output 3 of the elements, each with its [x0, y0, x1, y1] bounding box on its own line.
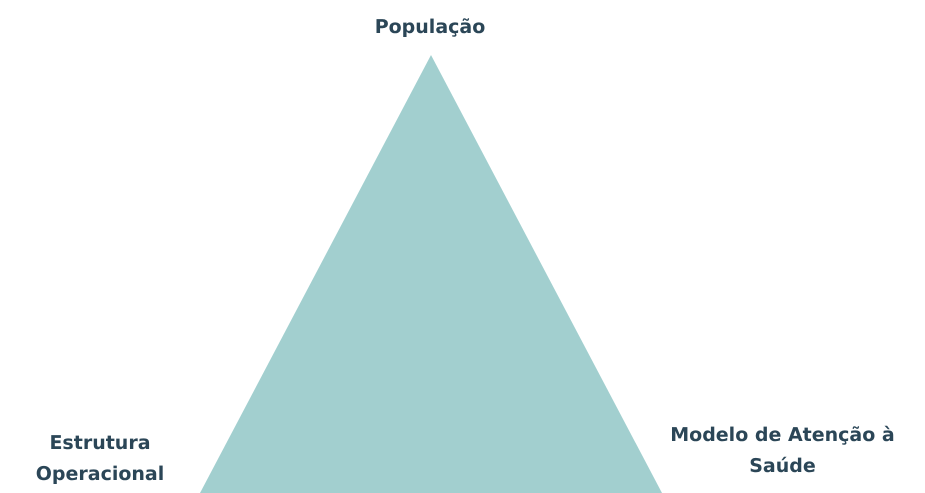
vertex-label: População: [374, 15, 486, 40]
vertex-label: Modelo de Atenção à Saúde: [669, 423, 896, 479]
vertex-label: Estrutura Operacional: [34, 431, 166, 487]
